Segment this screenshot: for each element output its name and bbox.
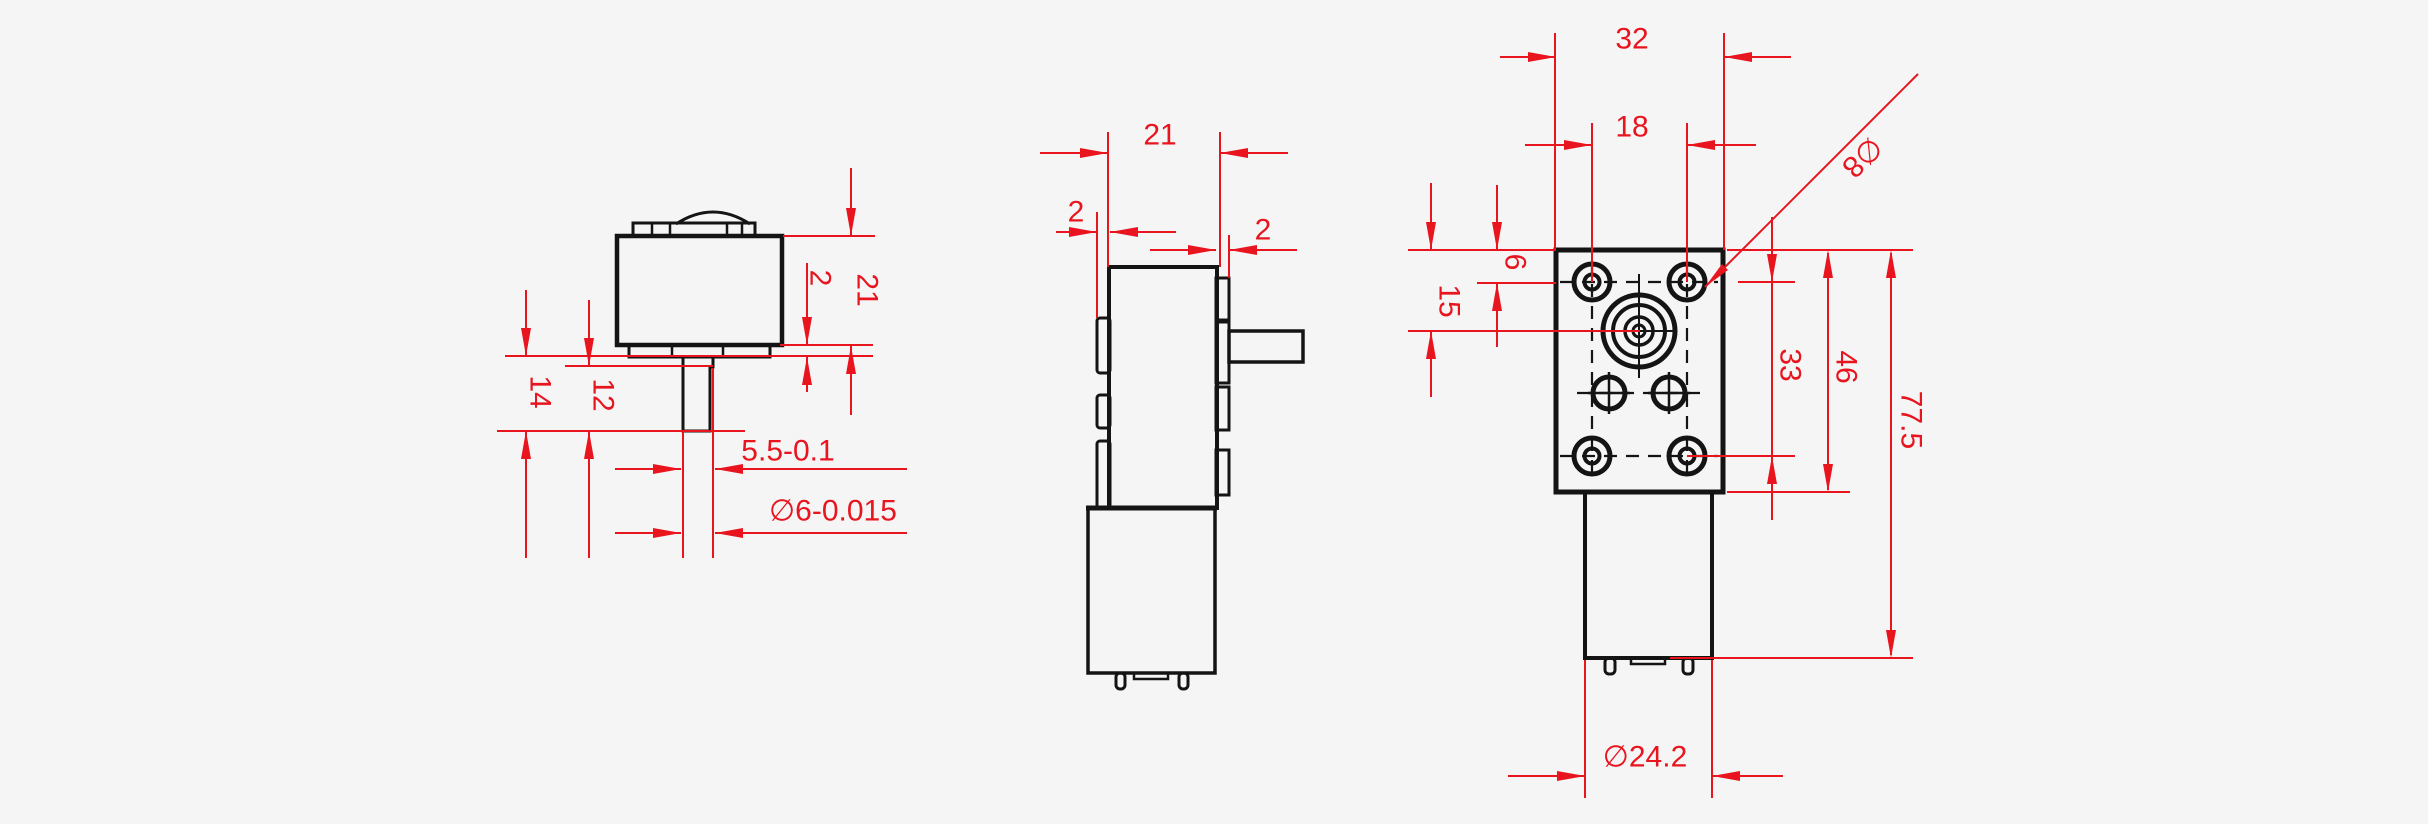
dim-label-14: 14 (524, 375, 557, 408)
right-tab-3 (1214, 385, 1231, 432)
front-view: 21 2 2 (1040, 119, 1305, 691)
terminal-pin-right-face (1681, 656, 1695, 676)
dim-label-77-5: 77.5 (1895, 391, 1928, 449)
terminal-block (1132, 671, 1170, 681)
top-flange (631, 221, 757, 238)
dim-shaft-length: 12 (584, 300, 620, 558)
gearbox-outline (1107, 265, 1219, 510)
front-view-dimensions: 21 2 2 (1040, 119, 1297, 318)
dim-body-width: 32 (1500, 23, 1791, 62)
dim-label-21-side: 21 (851, 273, 884, 306)
side-view-outline (614, 210, 785, 433)
dim-edge-to-shaft-center: 15 (1426, 183, 1466, 397)
through-hole-right (1648, 372, 1690, 414)
dim-label-18: 18 (1615, 111, 1648, 144)
dim-label-15: 15 (1433, 284, 1466, 317)
dim-hole-pitch-vertical: 33 (1767, 217, 1807, 520)
dim-label-shaft-flat: 5.5-0.1 (741, 435, 834, 468)
dim-shaft-total-length: 14 (521, 290, 557, 558)
dim-motor-diameter: ∅24.2 (1508, 741, 1783, 781)
dim-label-shaft-diameter: ∅6-0.015 (769, 495, 897, 528)
face-view-outline (1553, 247, 1726, 676)
terminal-block-face (1629, 656, 1667, 666)
screw-hole-bottom-left (1571, 435, 1613, 477)
dim-label-2-right: 2 (1255, 214, 1272, 247)
terminal-pin-left (1114, 671, 1127, 691)
side-view-dimensions: 14 12 21 (497, 168, 907, 558)
motor-body-outline (614, 233, 785, 348)
left-tab-1 (1095, 316, 1112, 375)
left-tab-2 (1095, 393, 1112, 430)
dim-label-32: 32 (1615, 23, 1648, 56)
right-tab-1 (1214, 276, 1231, 322)
dim-label-motor-dia: ∅24.2 (1603, 741, 1688, 774)
right-tab-4 (1214, 448, 1231, 497)
dim-hole-pitch-horizontal: 18 (1525, 111, 1756, 150)
shaft-profile (1227, 329, 1305, 364)
output-shaft (681, 357, 715, 433)
dim-total-height: 77.5 (1886, 250, 1928, 658)
motor-can-face (1583, 490, 1714, 660)
top-dome (675, 210, 751, 226)
dim-left-tab: 2 (1056, 196, 1176, 237)
terminal-pin-left-face (1603, 656, 1617, 676)
dim-screw-hole-diameter: ∅8 (1704, 73, 1919, 288)
dim-body-height: 21 (846, 168, 884, 415)
dim-flange-step: 2 (802, 263, 837, 392)
dim-label-screw-dia: ∅8 (1835, 130, 1889, 184)
dim-right-tab: 2 (1150, 214, 1297, 255)
dim-label-2-side: 2 (804, 270, 837, 287)
dim-label-6: 6 (1499, 254, 1532, 271)
shaft-boss (1600, 274, 1678, 378)
dim-label-46: 46 (1830, 350, 1863, 383)
terminal-pin-right (1177, 671, 1190, 691)
dim-edge-to-hole: 6 (1492, 185, 1532, 347)
dim-label-2-left: 2 (1068, 196, 1085, 229)
through-hole-left (1588, 372, 1630, 414)
face-view: 32 18 ∅8 6 (1408, 23, 1928, 798)
dim-label-33: 33 (1774, 348, 1807, 381)
side-view: 14 12 21 (497, 168, 907, 558)
face-view-dimensions: 32 18 ∅8 6 (1408, 23, 1928, 798)
dim-shaft-flat: 5.5-0.1 (615, 435, 907, 474)
dim-gearbox-height: 46 (1823, 250, 1863, 492)
dim-label-12: 12 (587, 378, 620, 411)
dim-label-21-front: 21 (1143, 119, 1176, 152)
motor-can-profile (1086, 506, 1217, 675)
dim-shaft-diameter: ∅6-0.015 (615, 495, 907, 538)
dim-gearbox-width: 21 (1040, 119, 1288, 158)
front-view-outline (1086, 265, 1305, 691)
